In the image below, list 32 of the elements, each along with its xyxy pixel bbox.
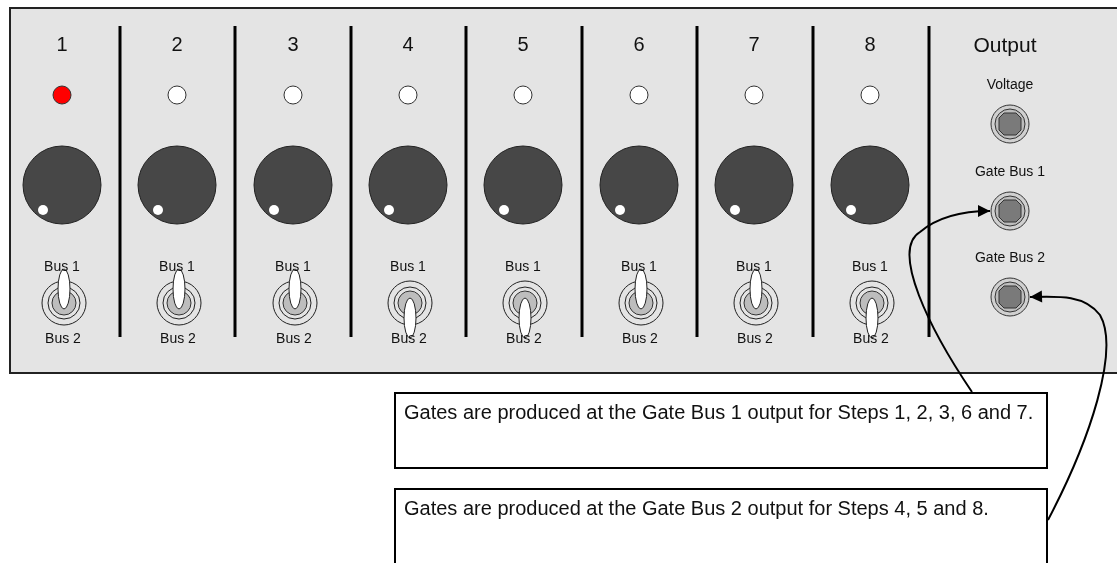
switch-label: Bus 2 [276, 331, 312, 345]
step-number: 6 [633, 34, 645, 54]
section-heading: Output [973, 33, 1037, 55]
callout-box: Gates are produced at the Gate Bus 2 output for Steps 4, 5 and 8. [394, 488, 1048, 563]
switch-label: Bus 1 [159, 259, 195, 273]
arrow [908, 205, 991, 393]
arrow [1029, 290, 1108, 521]
switch-label: Bus 2 [391, 331, 427, 345]
switch-label: Bus 2 [853, 331, 889, 345]
step-number: 1 [56, 34, 68, 54]
switch-label: Bus 2 [737, 331, 773, 345]
switch-label: Bus 2 [506, 331, 542, 345]
switch-label: Bus 1 [736, 259, 772, 273]
switch-label: Bus 2 [622, 331, 658, 345]
jack-label: Gate Bus 1 [975, 164, 1045, 178]
switch-label: Bus 1 [275, 259, 311, 273]
step-number: 8 [864, 34, 876, 54]
step-number: 4 [402, 34, 414, 54]
jack-label: Gate Bus 2 [975, 250, 1045, 264]
step-number: 2 [171, 34, 183, 54]
switch-label: Bus 1 [390, 259, 426, 273]
switch-label: Bus 1 [621, 259, 657, 273]
switch-label: Bus 1 [505, 259, 541, 273]
switch-label: Bus 1 [44, 259, 80, 273]
step-number: 5 [517, 34, 529, 54]
step-number: 3 [287, 34, 299, 54]
switch-label: Bus 2 [45, 331, 81, 345]
step-number: 7 [748, 34, 760, 54]
switch-label: Bus 1 [852, 259, 888, 273]
switch-label: Bus 2 [160, 331, 196, 345]
callout-box: Gates are produced at the Gate Bus 1 output for Steps 1, 2, 3, 6 and 7. [394, 392, 1048, 469]
jack-label: Voltage [986, 77, 1034, 91]
